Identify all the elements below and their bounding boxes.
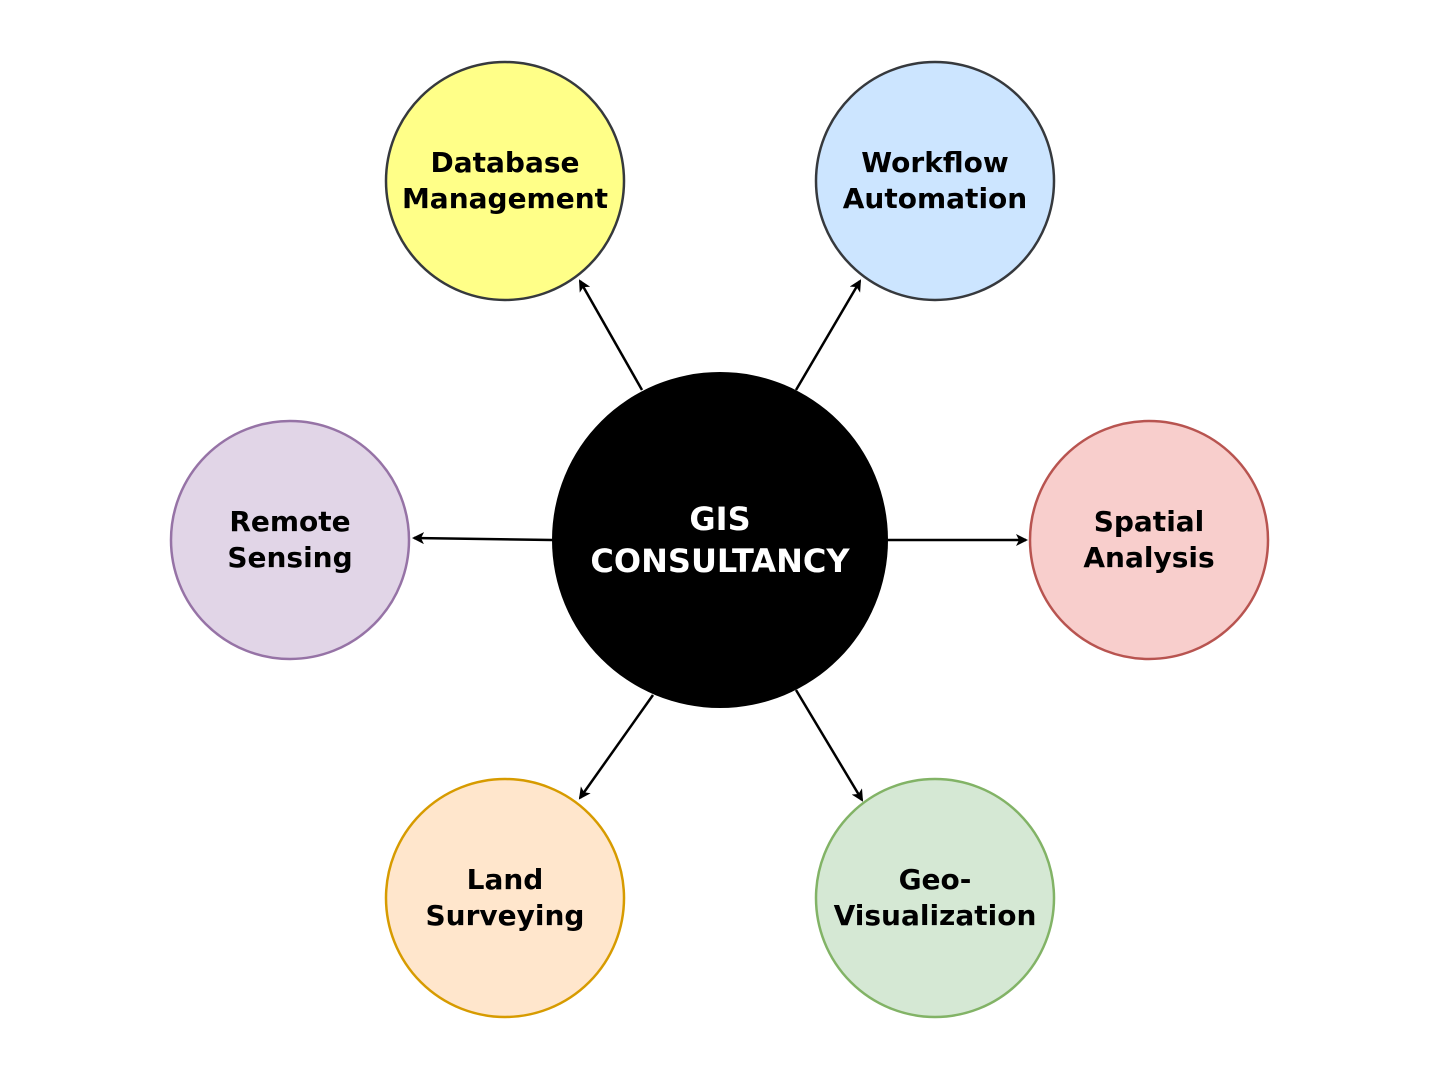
node-remote-sensing-circle bbox=[169, 419, 411, 661]
edge-to-workflow-automation bbox=[794, 279, 862, 391]
node-land-surveying-circle bbox=[384, 777, 626, 1019]
edge-to-database-management bbox=[578, 279, 644, 391]
node-database-management-line1: Database bbox=[430, 146, 579, 179]
node-spatial-analysis-circle bbox=[1028, 419, 1270, 661]
center-label-line1: GIS bbox=[689, 500, 750, 538]
edge-to-land-surveying bbox=[578, 694, 655, 800]
node-spatial-analysis: Spatial Analysis bbox=[1028, 419, 1270, 661]
node-land-surveying-line1: Land bbox=[467, 863, 544, 896]
center-node: GIS CONSULTANCY bbox=[552, 372, 888, 708]
node-spatial-analysis-line1: Spatial bbox=[1094, 505, 1205, 538]
node-remote-sensing: Remote Sensing bbox=[169, 419, 411, 661]
node-remote-sensing-line1: Remote bbox=[229, 505, 350, 538]
node-geo-visualization-circle bbox=[814, 777, 1056, 1019]
node-database-management-circle bbox=[384, 60, 626, 302]
node-geo-visualization-line2: Visualization bbox=[834, 899, 1037, 932]
node-database-management-line2: Management bbox=[402, 182, 608, 215]
node-spatial-analysis-line2: Analysis bbox=[1083, 541, 1214, 574]
node-database-management: Database Management bbox=[384, 60, 626, 302]
center-node-circle bbox=[552, 372, 888, 708]
node-workflow-automation-circle bbox=[814, 60, 1056, 302]
node-remote-sensing-line2: Sensing bbox=[227, 541, 352, 574]
node-workflow-automation-line1: Workflow bbox=[861, 146, 1008, 179]
edge-to-geo-visualization bbox=[794, 689, 864, 802]
node-workflow-automation-line2: Automation bbox=[843, 182, 1027, 215]
node-geo-visualization: Geo- Visualization bbox=[814, 777, 1056, 1019]
node-workflow-automation: Workflow Automation bbox=[814, 60, 1056, 302]
center-label-line2: CONSULTANCY bbox=[590, 542, 850, 580]
node-geo-visualization-line1: Geo- bbox=[899, 863, 972, 896]
node-land-surveying: Land Surveying bbox=[384, 777, 626, 1019]
node-land-surveying-line2: Surveying bbox=[426, 899, 585, 932]
edge-to-remote-sensing bbox=[412, 532, 553, 545]
